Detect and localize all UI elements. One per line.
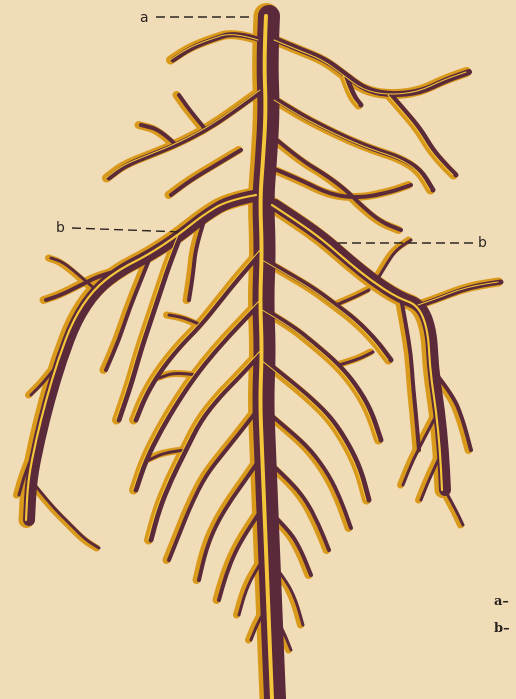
label-b-left-lateral: b	[56, 220, 65, 236]
label-b-right-lateral: b	[478, 235, 487, 251]
edge-label-b: b–	[494, 621, 510, 636]
edge-label-a: a–	[494, 594, 509, 609]
label-a-taproot: a	[140, 10, 149, 26]
